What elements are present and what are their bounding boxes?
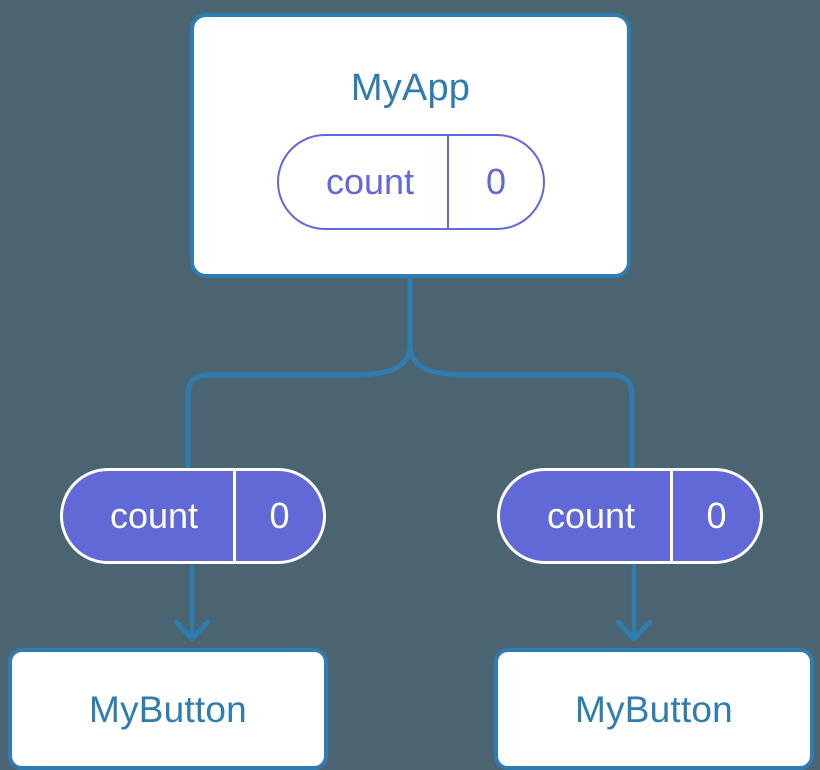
component-node-mybutton-left[interactable]: MyButton [8, 648, 328, 770]
props-arrow-left [173, 563, 211, 642]
state-value-label: 0 [485, 161, 507, 202]
component-label-myapp: MyApp [350, 67, 471, 109]
branch-left-path [185, 342, 413, 471]
component-label-mybutton-left: MyButton [89, 688, 247, 730]
props-key-label: count [63, 471, 236, 561]
props-pill-left[interactable]: count 0 [60, 468, 326, 564]
props-pill-right[interactable]: count 0 [497, 468, 763, 564]
branch-right-path [407, 275, 635, 471]
props-value-label: 0 [269, 495, 290, 536]
state-key-label: count [279, 136, 449, 228]
component-node-myapp[interactable]: MyApp [190, 13, 631, 278]
props-arrow-right [615, 563, 653, 642]
arrowhead-left-icon [173, 619, 211, 642]
props-value-label: 0 [706, 495, 727, 536]
component-label-mybutton-right: MyButton [575, 688, 733, 730]
state-pill-myapp[interactable]: count 0 [277, 134, 545, 230]
component-node-mybutton-right[interactable]: MyButton [494, 648, 814, 770]
props-key-label: count [500, 471, 673, 561]
arrowhead-right-icon [615, 619, 653, 642]
